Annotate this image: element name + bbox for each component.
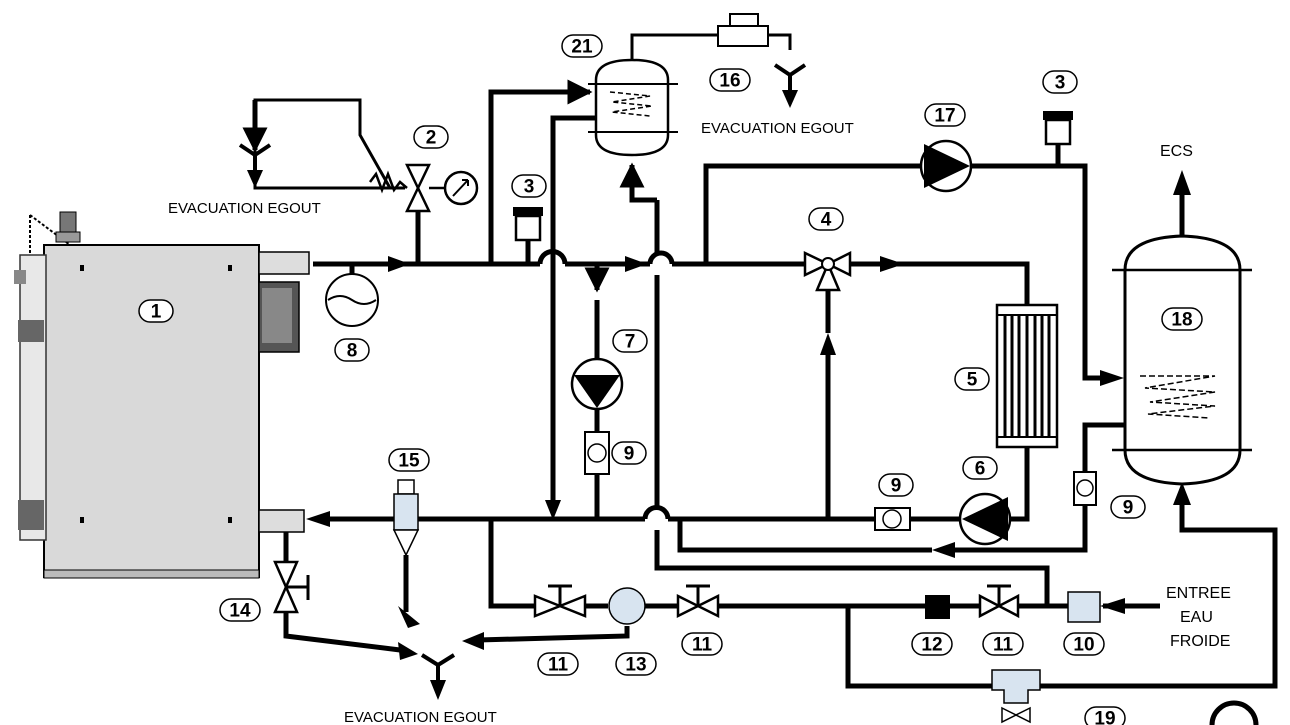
label-evacuation-top: EVACUATION EGOUT	[701, 120, 854, 137]
label-evacuation-left: EVACUATION EGOUT	[168, 200, 321, 217]
expansion-vessel	[325, 273, 379, 327]
dirt-separator	[392, 479, 420, 557]
svg-text:1: 1	[151, 302, 162, 323]
three-way-valve	[803, 250, 852, 292]
component-badge-14: 14	[219, 598, 261, 622]
component-badge-10: 10	[1063, 632, 1105, 656]
svg-text:10: 10	[1073, 635, 1094, 656]
check-valve	[1073, 471, 1097, 506]
safety-valve	[369, 163, 479, 213]
component-badge-11: 11	[681, 632, 723, 656]
circulator-pump	[570, 357, 624, 411]
label-entree-3: FROIDE	[1170, 633, 1230, 650]
svg-text:11: 11	[993, 635, 1014, 656]
check-valve	[584, 431, 610, 475]
svg-text:14: 14	[229, 601, 251, 622]
svg-text:3: 3	[524, 177, 535, 198]
svg-text:15: 15	[398, 451, 420, 472]
svg-text:9: 9	[624, 444, 635, 465]
label-entree-2: EAU	[1180, 609, 1213, 626]
component-badge-5: 5	[954, 367, 990, 391]
component-badge-18: 18	[1161, 307, 1203, 331]
boiler	[14, 211, 310, 579]
label-entree-1: ENTREE	[1166, 585, 1231, 602]
stop-valve	[978, 584, 1020, 619]
component-badge-11: 11	[537, 652, 579, 676]
air-vent	[1043, 111, 1073, 146]
component-badge-21: 21	[561, 34, 603, 58]
component-badge-8: 8	[334, 338, 370, 362]
svg-text:3: 3	[1055, 73, 1066, 94]
component-badge-12: 12	[911, 632, 953, 656]
heat-exchanger-vessel	[588, 33, 718, 157]
svg-text:16: 16	[719, 71, 740, 92]
component-badge-1: 1	[138, 299, 174, 323]
component-badge-16: 16	[709, 68, 751, 92]
plate-heat-exchanger	[995, 303, 1059, 449]
svg-text:18: 18	[1171, 310, 1192, 331]
label-evacuation-bottom: EVACUATION EGOUT	[344, 709, 497, 725]
pressure-reducer	[1067, 591, 1101, 623]
component-badge-7: 7	[612, 329, 648, 353]
svg-text:9: 9	[1123, 498, 1134, 519]
component-badge-13: 13	[615, 652, 657, 676]
air-vent	[513, 207, 543, 242]
svg-text:9: 9	[891, 476, 902, 497]
component-badge-9: 9	[1110, 495, 1146, 519]
component-badge-4: 4	[808, 207, 844, 231]
svg-text:19: 19	[1094, 709, 1115, 725]
svg-text:21: 21	[571, 37, 593, 58]
storage-tank	[1112, 234, 1252, 486]
component-badge-6: 6	[962, 456, 998, 480]
svg-text:11: 11	[692, 635, 713, 656]
svg-text:13: 13	[625, 655, 646, 676]
check-valve	[874, 507, 911, 531]
svg-text:4: 4	[821, 210, 832, 231]
stop-valve	[676, 584, 720, 619]
component-badge-19: 19	[1084, 706, 1126, 725]
circulator-pump	[919, 139, 973, 193]
component-badge-9: 9	[611, 441, 647, 465]
svg-text:7: 7	[625, 332, 636, 353]
stop-valve	[533, 584, 587, 618]
svg-text:2: 2	[426, 128, 437, 149]
svg-text:5: 5	[967, 370, 978, 391]
svg-text:8: 8	[347, 341, 358, 362]
component-badge-15: 15	[388, 448, 430, 472]
label-ecs: ECS	[1160, 143, 1193, 160]
svg-text:12: 12	[921, 635, 942, 656]
component-badge-2: 2	[413, 125, 449, 149]
component-badge-3: 3	[1042, 70, 1078, 94]
component-badge-11: 11	[982, 632, 1024, 656]
filter	[925, 595, 950, 619]
svg-text:6: 6	[975, 459, 986, 480]
svg-text:17: 17	[934, 106, 955, 127]
thermostatic-mixing-valve	[991, 669, 1041, 724]
component-badge-17: 17	[924, 103, 966, 127]
water-meter	[608, 587, 646, 625]
svg-text:11: 11	[548, 655, 569, 676]
component-badge-9: 9	[878, 473, 914, 497]
circulator-pump	[958, 492, 1012, 546]
discharge-valve	[717, 13, 807, 108]
drain-valve	[273, 560, 310, 614]
component-badge-3: 3	[511, 174, 547, 198]
